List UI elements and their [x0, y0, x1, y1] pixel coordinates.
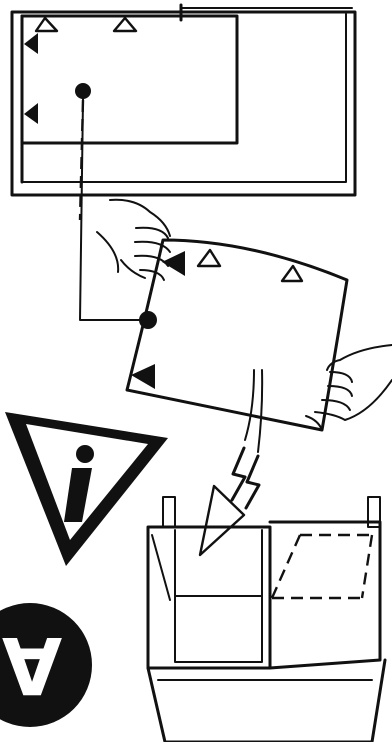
outer-frame-inner-edge: [22, 14, 346, 182]
marker-solid-1: [24, 33, 38, 54]
info-dot: [76, 445, 94, 463]
sheet-marker-hollow-1: [198, 250, 220, 266]
sheet-marker-solid-2: [131, 364, 155, 389]
post-left: [163, 497, 175, 527]
bin-tray-edge: [152, 535, 170, 600]
dash-diag-right: [362, 535, 372, 598]
badge-letter: A: [2, 619, 62, 709]
outer-frame: [12, 12, 355, 195]
information-warning-icon: [5, 412, 168, 566]
marker-hollow-1: [36, 18, 57, 31]
bin-assembly: [148, 497, 385, 742]
left-hand-icon: [97, 200, 170, 280]
dash-diag-left: [272, 535, 300, 598]
badge-a-icon: A: [0, 603, 92, 727]
arrow-head: [200, 486, 244, 555]
removed-sheet: [127, 240, 347, 430]
marker-hollow-2: [114, 18, 136, 31]
right-hand-icon: [306, 345, 392, 430]
sheet-marker-hollow-2: [282, 266, 302, 281]
sheet-outline: [127, 240, 347, 430]
grip-dot-top: [75, 83, 91, 99]
grip-dot-sheet: [139, 311, 157, 329]
frame-assembly: [12, 5, 355, 195]
connector-line: [80, 99, 148, 320]
marker-solid-2: [24, 103, 38, 124]
bin-base: [148, 660, 385, 742]
inner-sheet: [22, 16, 237, 143]
